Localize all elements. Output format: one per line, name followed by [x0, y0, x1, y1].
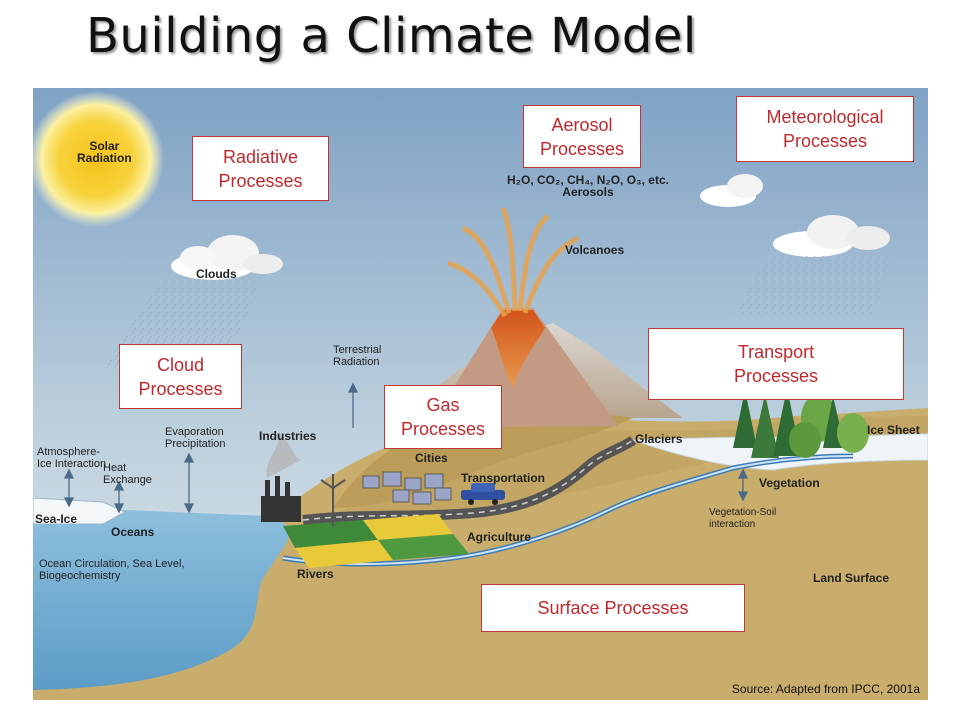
volcanoes-label: Volcanoes	[565, 243, 625, 257]
car-icon	[461, 483, 505, 505]
transportation-label: Transportation	[461, 471, 546, 485]
cloud-processes-box: Cloud Processes	[119, 344, 242, 409]
land-surface-label: Land Surface	[813, 571, 890, 585]
glaciers-label: Glaciers	[635, 432, 683, 446]
clouds-label: Clouds	[196, 267, 237, 281]
slide-title: Building a Climate Model	[86, 8, 697, 64]
aerosol-processes-box: Aerosol Processes	[523, 105, 641, 168]
sea-ice-shape	[33, 497, 127, 525]
cities-shape	[362, 471, 452, 505]
ice-sheet-label: Ice Sheet	[867, 423, 920, 437]
oceans-label: Oceans	[111, 525, 155, 539]
heat-exchange-label: Heat Exchange	[103, 462, 152, 486]
atmosphere-ice-label: Atmosphere- Ice Interaction	[37, 446, 107, 470]
industry-shape	[261, 433, 346, 526]
vegetation-label: Vegetation	[759, 476, 820, 490]
agriculture-fields	[283, 514, 469, 568]
ocean-circulation-label: Ocean Circulation, Sea Level, Biogeochem…	[39, 558, 185, 582]
surface-processes-box: Surface Processes	[481, 584, 745, 632]
solar-radiation-label: Solar Radiation	[77, 139, 132, 165]
gases-aerosols-label: H₂O, CO₂, CH₄, N₂O, O₃, etc. Aerosols	[507, 173, 669, 199]
vegetation-soil-label: Vegetation-Soil interaction	[709, 507, 777, 530]
sea-ice-label: Sea-Ice	[35, 512, 78, 526]
cities-label: Cities	[415, 451, 448, 465]
radiative-processes-box: Radiative Processes	[192, 136, 329, 201]
gas-processes-box: Gas Processes	[384, 385, 502, 449]
transport-processes-box: Transport Processes	[648, 328, 904, 400]
ocean-shape	[33, 506, 289, 690]
rivers-label: Rivers	[297, 567, 334, 581]
evaporation-precipitation-label: Evaporation Precipitation	[165, 426, 226, 450]
source-citation: Source: Adapted from IPCC, 2001a	[731, 682, 920, 696]
climate-diagram: Solar Radiation Clouds H₂O, CO₂, CH₄, N₂…	[33, 88, 928, 700]
sun-icon	[33, 91, 164, 227]
industries-label: Industries	[259, 429, 317, 443]
terrestrial-radiation-label: Terrestrial Radiation	[333, 344, 382, 368]
meteorological-processes-box: Meteorological Processes	[736, 96, 914, 162]
agriculture-label: Agriculture	[467, 530, 532, 544]
vegetation-trees	[733, 388, 869, 458]
